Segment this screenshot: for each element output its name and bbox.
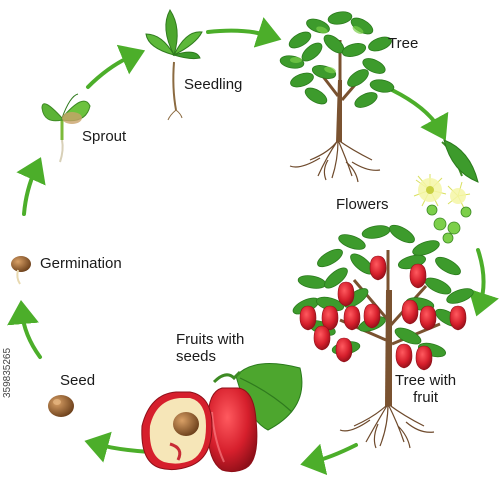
germination-illustration	[11, 256, 31, 285]
watermark-number: 359835265	[2, 348, 13, 398]
label-tree-with-fruit-line1: Tree with	[395, 372, 457, 389]
label-fruits-with-seeds: Fruits with seeds	[176, 331, 244, 365]
arrow-fruits-to-seed	[84, 431, 152, 463]
label-tree-with-fruit: Tree with fruit	[395, 372, 456, 406]
tree-with-fruit-illustration	[292, 224, 474, 449]
label-flowers: Flowers	[336, 196, 389, 213]
fruits-with-seeds-illustration	[141, 363, 303, 473]
arrow-germination-to-sprout	[16, 157, 46, 216]
arrow-seedling-to-tree	[206, 17, 282, 48]
seed-illustration	[48, 395, 74, 417]
label-seedling: Seedling	[184, 76, 243, 93]
label-tree-with-fruit-line2: fruit	[413, 389, 439, 406]
arrow-flowers-to-tree-with-fruit	[468, 248, 499, 317]
label-seed: Seed	[60, 372, 96, 389]
label-fruits-line1: Fruits with	[176, 331, 245, 348]
tree-illustration	[279, 11, 395, 183]
arrow-tree-with-fruit-to-fruits	[300, 443, 358, 476]
label-tree: Tree	[388, 35, 419, 52]
label-germination: Germination	[40, 255, 122, 272]
arrow-sprout-to-seedling	[86, 44, 146, 89]
arrow-tree-to-flowers	[390, 88, 449, 141]
flowers-illustration	[413, 139, 479, 244]
seedling-illustration	[145, 9, 203, 121]
label-fruits-line2: seeds	[176, 348, 217, 365]
label-sprout: Sprout	[82, 128, 127, 145]
sprout-illustration	[41, 93, 91, 163]
arrow-seed-to-germination	[7, 300, 42, 359]
